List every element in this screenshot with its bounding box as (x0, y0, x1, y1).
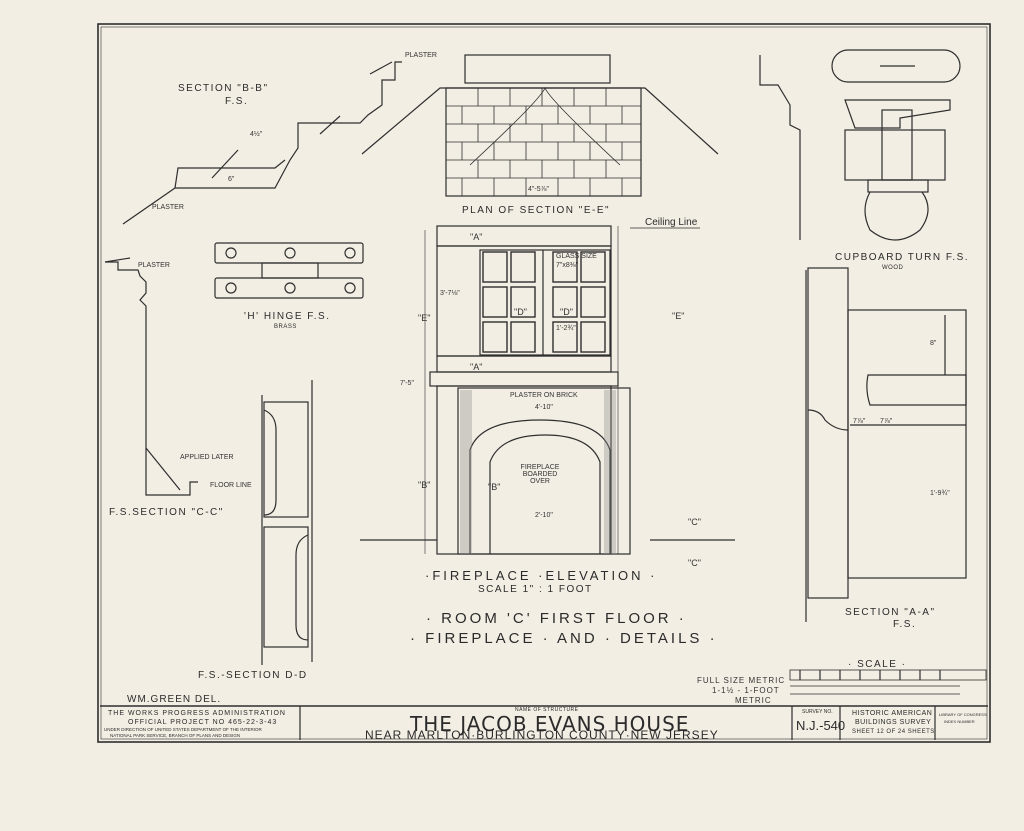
cupboard-turn-material: WOOD (882, 265, 904, 271)
h-hinge-title: 'H' HINGE F.S. (244, 311, 331, 322)
fireplace-elevation-title: ·FIREPLACE ·ELEVATION · (425, 568, 658, 583)
marker-c-2: "C" (688, 558, 701, 568)
scale-label-2: 1-1½ - 1-FOOT (712, 686, 780, 695)
plan-ee-drawing (361, 54, 719, 229)
section-bb-note-2: PLASTER (152, 204, 184, 211)
scale-label-3: METRIC (735, 696, 772, 705)
marker-c-1: "C" (688, 517, 701, 527)
scale-title: · SCALE · (848, 659, 907, 670)
section-aa-title: SECTION "A-A" (845, 607, 936, 618)
loc-line-1: LIBRARY OF CONGRESS (939, 712, 987, 717)
marker-d-2: "D" (560, 307, 573, 317)
section-aa-scale: F.S. (893, 619, 917, 630)
plan-ee-dim: 4"-5⅞" (528, 186, 549, 193)
survey-no-label: SURVEY NO. (802, 709, 833, 715)
section-aa-dim-2: 1'-9¾" (930, 490, 950, 497)
glass-size-value: 7"x8⅜" (556, 262, 579, 269)
marker-e-2: "E" (672, 311, 685, 321)
section-bb-profile (122, 61, 402, 225)
section-aa-dim-3: 7⅞" (853, 418, 866, 425)
marker-b-2: "B" (488, 482, 501, 492)
dim-opening-bottom: 2'-10" (535, 512, 553, 519)
section-aa-dim-4: 7⅞" (880, 418, 893, 425)
section-bb-scale: F.S. (225, 96, 249, 107)
section-cc-note-1: PLASTER (138, 262, 170, 269)
dim-height: 7'-5" (400, 380, 414, 387)
h-hinge-drawing (214, 242, 364, 299)
marker-a-1: "A" (470, 232, 483, 242)
fireplace-boarded-note: FIREPLACE BOARDED OVER (520, 464, 560, 485)
marker-e-1: "E" (418, 313, 431, 323)
dim-opening-top: 4'-10" (535, 404, 553, 411)
h-hinge-material: BRASS (274, 324, 297, 330)
section-bb-title: SECTION "B-B" (178, 83, 269, 94)
loc-line-2: INDEX NUMBER (944, 719, 975, 724)
section-cc-drawing (104, 257, 198, 496)
molding-profile (759, 55, 801, 240)
section-bb-dim-1: 4½" (250, 131, 263, 138)
scale-label-1: FULL SIZE METRIC (697, 676, 786, 685)
section-cc-note-2: APPLIED LATER (180, 454, 234, 461)
glass-size-label: GLASS SIZE (556, 253, 597, 260)
habs-line-2: BUILDINGS SURVEY (855, 719, 932, 726)
section-aa-drawing (805, 267, 967, 622)
section-bb-dim-2: 6" (228, 176, 235, 183)
marker-b-1: "B" (418, 480, 431, 490)
habs-line-1: HISTORIC AMERICAN (852, 710, 933, 717)
plan-ee-title: PLAN OF SECTION "E-E" (462, 205, 611, 216)
structure-location: NEAR MARLTON·BURLINGTON COUNTY·NEW JERSE… (365, 728, 719, 742)
details-heading: · FIREPLACE · AND · DETAILS · (410, 630, 718, 647)
structure-name: THE JACOB EVANS HOUSE (410, 712, 690, 736)
project-number: OFFICIAL PROJECT NO 465-22-3-43 (128, 719, 278, 726)
section-dd-title: F.S.-SECTION D-D (198, 670, 308, 681)
dim-panel: 1'-2¾" (556, 325, 576, 332)
plaster-on-brick-note: PLASTER ON BRICK (510, 392, 578, 399)
sheet-number: SHEET 12 OF 24 SHEETS (852, 729, 935, 735)
section-aa-dim-1: 8" (930, 340, 937, 347)
delineator: WM.GREEN DEL. (127, 694, 222, 705)
fireplace-elevation-drawing (360, 225, 735, 555)
marker-d-1: "D" (514, 307, 527, 317)
sheet-border (97, 23, 991, 743)
fireplace-elevation-scale: SCALE 1" : 1 FOOT (478, 584, 593, 595)
direction-line-1: UNDER DIRECTION OF UNITED STATES DEPARTM… (104, 727, 262, 732)
cupboard-turn-title: CUPBOARD TURN F.S. (835, 252, 970, 263)
ceiling-line-label: Ceiling Line (645, 217, 698, 228)
section-cc-note-3: FLOOR LINE (210, 482, 252, 489)
cupboard-turn-drawing (831, 49, 961, 241)
direction-line-2: NATIONAL PARK SERVICE, BRANCH OF PLANS A… (110, 733, 241, 738)
marker-a-2: "A" (470, 362, 483, 372)
survey-number: N.J.-540 (796, 718, 846, 733)
section-cc-title: F.S.SECTION "C-C" (109, 507, 224, 518)
section-bb-note-1: PLASTER (405, 52, 437, 59)
scale-bar (789, 669, 987, 695)
dim-overmantel: 3'-7⅛" (440, 290, 460, 297)
name-of-structure-label: NAME OF STRUCTURE (515, 707, 579, 713)
section-dd-drawing (261, 380, 313, 665)
room-heading: · ROOM 'C' FIRST FLOOR · (426, 610, 687, 627)
agency-name: THE WORKS PROGRESS ADMINISTRATION (108, 710, 286, 717)
